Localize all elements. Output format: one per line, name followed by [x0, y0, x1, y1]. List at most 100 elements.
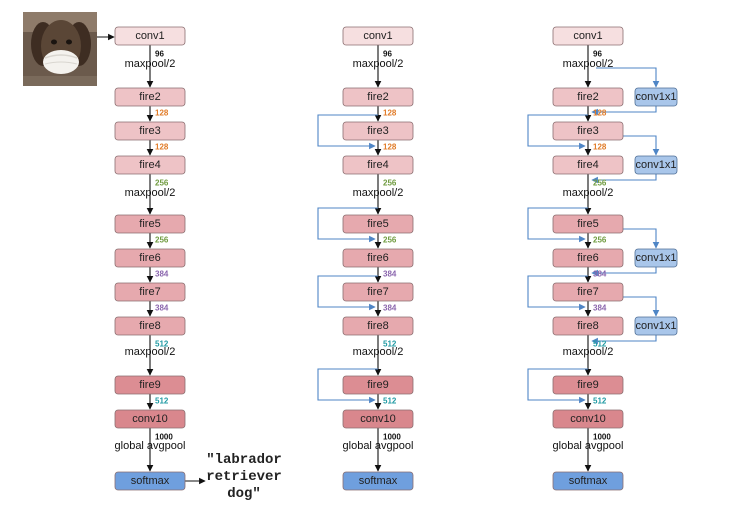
- col2-fire4-box: fire4: [342, 155, 414, 175]
- col3-fire8-box-rect: [552, 316, 624, 336]
- col2-fire3-box-label: fire3: [367, 125, 388, 137]
- col2-channel-fire2-fire3: 128: [383, 109, 397, 118]
- col3-conv1x1-label-2: conv1x1: [636, 159, 677, 171]
- col1-channel-fire5-fire6: 256: [155, 236, 169, 245]
- col3-fire7-box-rect: [552, 282, 624, 302]
- col3-channel-fire9-conv10: 512: [593, 397, 607, 406]
- col2-fire6-box-rect: [342, 248, 414, 268]
- col3-fire9-box-label: fire9: [577, 379, 598, 391]
- col3-channel-fire8-fire9: 512: [593, 340, 607, 349]
- col2-fire5-box: fire5: [342, 214, 414, 234]
- col2-softmax-box-label: softmax: [359, 475, 398, 487]
- col3-channel-fire4-fire5: 256: [593, 179, 607, 188]
- col1-channel-conv1-fire2: 96: [155, 50, 164, 59]
- col2-channel-fire3-fire4: 128: [383, 143, 397, 152]
- col3-channel-conv1-fire2: 96: [593, 50, 602, 59]
- col3-conv1x1-label-1: conv1x1: [636, 91, 677, 103]
- col2-channel-fire4-fire5: 256: [383, 179, 397, 188]
- col1-channel-fire7-fire8: 384: [155, 304, 169, 313]
- col2-fire3-box-rect: [342, 121, 414, 141]
- col3-channel-fire2-fire3: 128: [593, 109, 607, 118]
- col2-bypass-fire9: [317, 368, 378, 404]
- col3-channel-fire6-fire7: 384: [593, 270, 607, 279]
- col1-channel-fire2-fire3: 128: [155, 109, 169, 118]
- col3-conv1-box-label: conv1: [573, 30, 602, 42]
- col2-fire8-box-label: fire8: [367, 320, 388, 332]
- col2-maxpool-after-fire4: maxpool/2: [353, 187, 404, 199]
- col3-fire6-box-label: fire6: [577, 252, 598, 264]
- col3-cbypass-out-fire4: [591, 174, 657, 184]
- col3-global_avgpool-after-conv10: global avgpool: [553, 440, 624, 452]
- col2-bypass-fire5: [317, 207, 378, 243]
- col3-fire3-box-label: fire3: [577, 125, 598, 137]
- col1-conv1-box-label: conv1: [135, 30, 164, 42]
- col1-global_avgpool-after-conv10: global avgpool: [115, 440, 186, 452]
- col2-fire2-box-rect: [342, 87, 414, 107]
- prediction-line-1: "labrador: [206, 452, 282, 468]
- col1-fire2-box-rect: [114, 87, 186, 107]
- col3-cbypass-out-fire2: [591, 106, 657, 116]
- col1-fire5-box-label: fire5: [139, 218, 160, 230]
- col2-conv1-box-label: conv1: [363, 30, 392, 42]
- col2-fire7-box-label: fire7: [367, 286, 388, 298]
- col1-fire3-box-label: fire3: [139, 125, 160, 137]
- prediction-line-2: retriever: [206, 469, 282, 485]
- col3-cbypass-in-fire2: [596, 67, 660, 88]
- col1-softmax-box: softmax: [114, 471, 186, 491]
- col3-fire7-box: fire7: [552, 282, 624, 302]
- col1-fire8-box: fire8: [114, 316, 186, 336]
- col3-fire8-box: fire8: [552, 316, 624, 336]
- col3-maxpool-after-fire4: maxpool/2: [563, 187, 614, 199]
- prediction-line-3: dog": [227, 486, 261, 502]
- col1-fire7-box: fire7: [114, 282, 186, 302]
- col1-fire3-box: fire3: [114, 121, 186, 141]
- col3-conv1x1-rect-4: [634, 316, 678, 336]
- col2-maxpool-after-fire8: maxpool/2: [353, 346, 404, 358]
- col3-fire9-box-rect: [552, 375, 624, 395]
- col1-conv10-box-rect: [114, 409, 186, 429]
- col2-global_avgpool-after-conv10: global avgpool: [343, 440, 414, 452]
- col2-fire5-box-label: fire5: [367, 218, 388, 230]
- col3-channel-fire5-fire6: 256: [593, 236, 607, 245]
- col3-conv1x1-rect-3: [634, 248, 678, 268]
- col3-conv1x1-box-4: conv1x1: [634, 316, 678, 336]
- col3-bypass-fire5: [527, 207, 588, 243]
- col3-fire8-box-label: fire8: [577, 320, 598, 332]
- col2-conv10-box-rect: [342, 409, 414, 429]
- col3-channel-fire7-fire8: 384: [593, 304, 607, 313]
- col1-channel-fire6-fire7: 384: [155, 270, 169, 279]
- col2-fire9-box-rect: [342, 375, 414, 395]
- col3-fire9-box: fire9: [552, 375, 624, 395]
- col3-channel-conv10-softmax: 1000: [593, 433, 611, 442]
- col2-channel-conv1-fire2: 96: [383, 50, 392, 59]
- col3-conv10-box-label: conv10: [570, 413, 605, 425]
- col2-fire7-box-rect: [342, 282, 414, 302]
- col3-conv1x1-label-4: conv1x1: [636, 320, 677, 332]
- col3-fire6-box-rect: [552, 248, 624, 268]
- col2-channel-fire9-conv10: 512: [383, 397, 397, 406]
- col2-fire7-box: fire7: [342, 282, 414, 302]
- col3-cbypass-out-fire6: [591, 267, 657, 277]
- col1-fire4-box-label: fire4: [139, 159, 160, 171]
- col1-fire4-box: fire4: [114, 155, 186, 175]
- col1-fire5-box-rect: [114, 214, 186, 234]
- col2-bypass-fire7: [317, 275, 378, 311]
- col3-fire6-box: fire6: [552, 248, 624, 268]
- col3-fire2-box-label: fire2: [577, 91, 598, 103]
- col1-channel-fire9-conv10: 512: [155, 397, 169, 406]
- col2-softmax-box: softmax: [342, 471, 414, 491]
- col2-maxpool-after-conv1: maxpool/2: [353, 58, 404, 70]
- col1-fire2-box-label: fire2: [139, 91, 160, 103]
- col1-channel-fire4-fire5: 256: [155, 179, 169, 188]
- col3-conv1x1-rect-1: [634, 87, 678, 107]
- col1-fire8-box-label: fire8: [139, 320, 160, 332]
- col1-channel-fire8-fire9: 512: [155, 340, 169, 349]
- col3-maxpool-after-conv1: maxpool/2: [563, 58, 614, 70]
- col2-fire3-box: fire3: [342, 121, 414, 141]
- col3-fire3-box-rect: [552, 121, 624, 141]
- col1-conv10-box: conv10: [114, 409, 186, 429]
- col3-bypass-fire9: [527, 368, 588, 404]
- col2-fire4-box-rect: [342, 155, 414, 175]
